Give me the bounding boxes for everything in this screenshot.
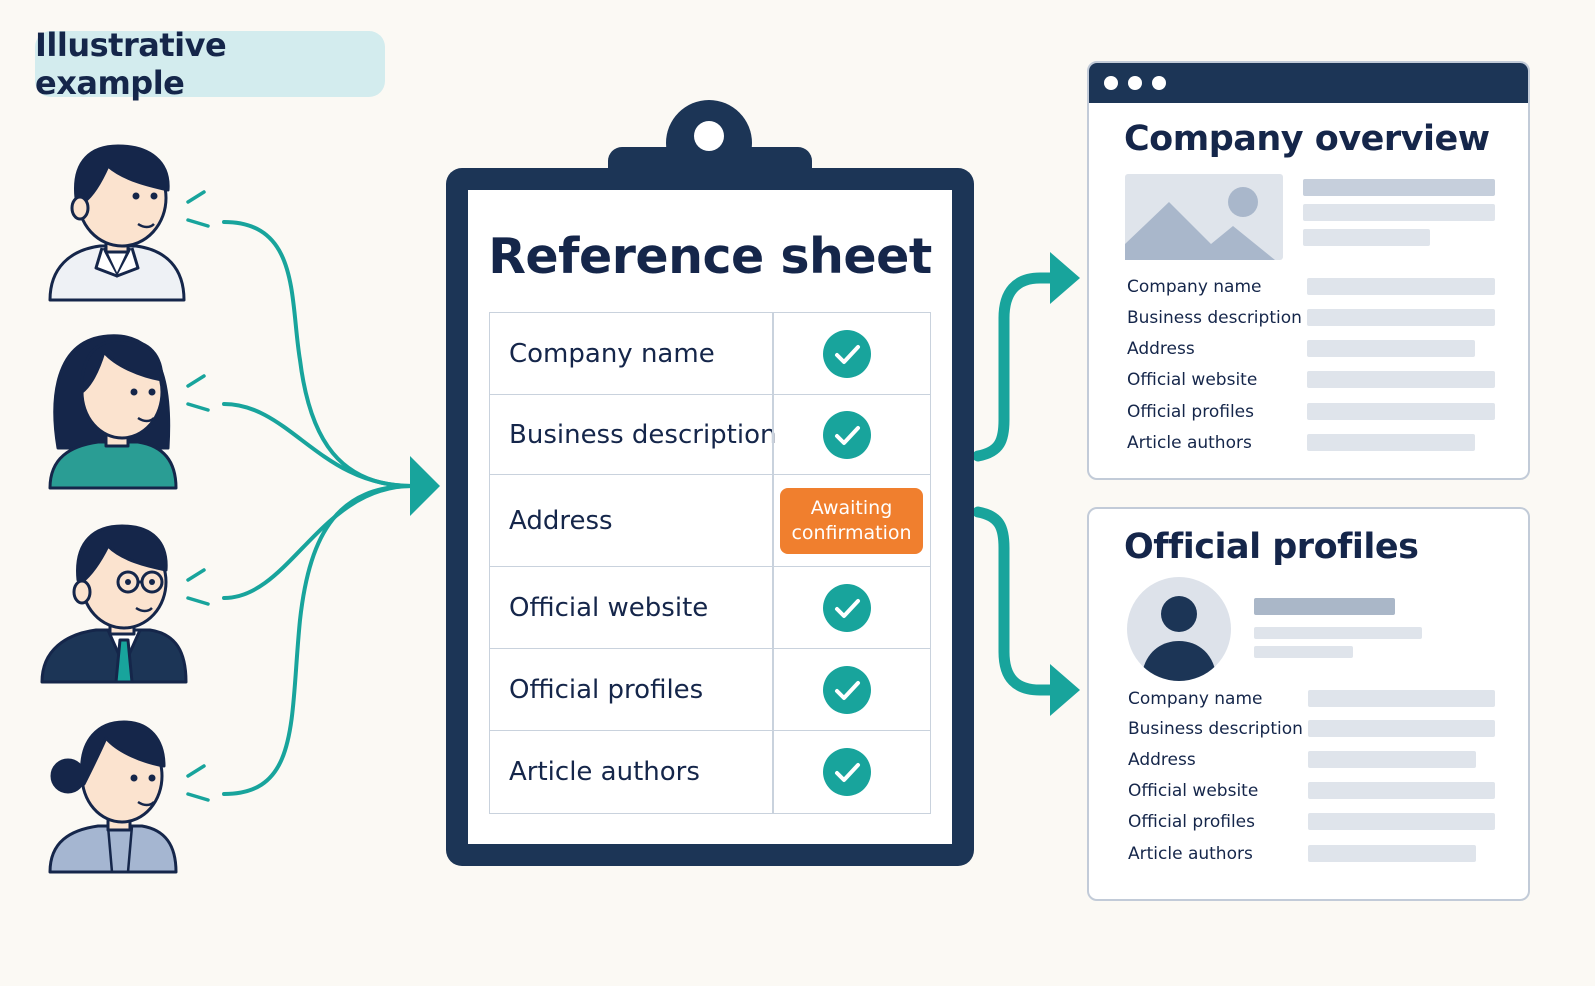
awaiting-confirmation-badge: Awaiting confirmation [780, 488, 923, 554]
field-label: Business description [1127, 308, 1302, 328]
person-1-icon [48, 144, 186, 302]
checkmark-icon [823, 330, 871, 378]
checkmark-icon [823, 584, 871, 632]
image-placeholder-icon [1125, 174, 1283, 260]
field-label: Address [1128, 750, 1196, 770]
company-overview-window: Company overview Company name Business d… [1087, 61, 1530, 480]
window-dot-icon [1152, 76, 1166, 90]
table-row: Address Awaiting confirmation [490, 475, 930, 567]
arrowhead-profiles [1050, 664, 1080, 716]
checkmark-icon [823, 748, 871, 796]
row-label: Business description [509, 419, 777, 450]
window-dot-icon [1104, 76, 1118, 90]
table-row: Business description [490, 395, 930, 475]
flow-arrowhead-main [410, 456, 440, 516]
badge-line-1: Awaiting [810, 497, 893, 519]
company-overview-title: Company overview [1124, 119, 1490, 159]
row-label: Address [509, 505, 613, 536]
field-label: Article authors [1127, 433, 1252, 453]
field-label: Official website [1127, 370, 1258, 390]
field-label: Article authors [1128, 844, 1253, 864]
checkmark-icon [823, 666, 871, 714]
field-label: Business description [1128, 719, 1303, 739]
table-row: Article authors [490, 731, 930, 813]
avatar-icon [1127, 577, 1231, 681]
official-profiles-title: Official profiles [1124, 527, 1419, 567]
person-2-icon [48, 334, 178, 490]
arrowhead-overview [1050, 252, 1080, 304]
flow-arrow-4 [222, 484, 414, 796]
row-label: Company name [509, 338, 715, 369]
field-label: Official website [1128, 781, 1259, 801]
table-row: Official profiles [490, 649, 930, 731]
checkmark-icon [823, 411, 871, 459]
flow-arrow-profiles [972, 506, 1060, 696]
reference-sheet-title: Reference sheet [488, 228, 932, 285]
person-4-icon [48, 720, 178, 874]
window-dot-icon [1128, 76, 1142, 90]
row-label: Article authors [509, 757, 700, 787]
illustrative-example-tag: Illustrative example [35, 26, 385, 102]
flow-arrow-overview [972, 272, 1060, 462]
flow-arrow-2 [222, 402, 414, 488]
row-label: Official profiles [509, 674, 704, 705]
row-label: Official website [509, 592, 709, 623]
tag-label: Illustrative example [35, 26, 227, 102]
reference-table: Company name Business description Addres… [489, 312, 931, 814]
table-row: Company name [490, 313, 930, 395]
person-3-icon [40, 524, 188, 684]
window-title-bar [1089, 63, 1528, 103]
field-label: Official profiles [1127, 402, 1254, 422]
official-profiles-window: Official profiles Company name Business … [1087, 507, 1530, 901]
flow-arrow-1 [222, 220, 414, 488]
badge-line-2: confirmation [791, 522, 912, 544]
field-label: Company name [1128, 689, 1263, 709]
clipboard-clip-hole [694, 121, 724, 151]
field-label: Company name [1127, 277, 1262, 297]
field-label: Official profiles [1128, 812, 1255, 832]
field-label: Address [1127, 339, 1195, 359]
table-row: Official website [490, 567, 930, 649]
